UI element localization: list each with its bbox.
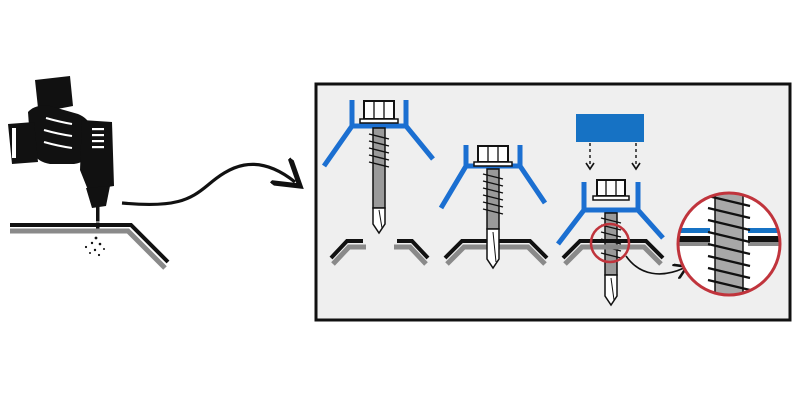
drill-icon bbox=[8, 76, 114, 230]
overlap-plate bbox=[576, 114, 644, 142]
drill-debris bbox=[84, 236, 105, 257]
left-roof-sheet bbox=[10, 221, 170, 270]
magnified-thread-detail-icon bbox=[676, 191, 782, 297]
detail-connector-arrow bbox=[625, 255, 684, 274]
detail-callout-circle bbox=[589, 222, 631, 264]
stage-1-screw-above-sheet bbox=[321, 100, 435, 266]
stage-3-screw-with-overlap-plate bbox=[556, 114, 684, 307]
curved-arrow-icon bbox=[121, 164, 295, 207]
stage-2-screw-driving bbox=[438, 145, 549, 270]
